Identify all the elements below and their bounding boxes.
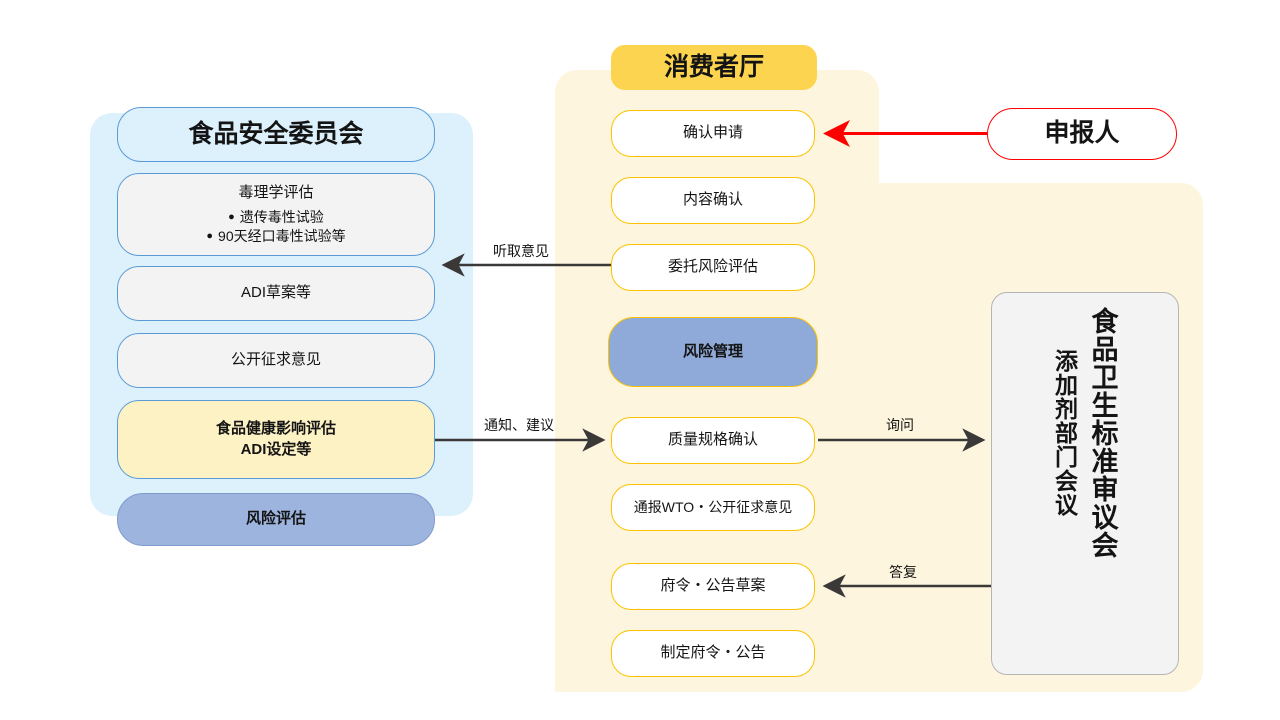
node-food-hygiene-council[interactable]: 食品卫生标准审议会 添加剂部门会议 [991,292,1179,675]
council-label-main: 食品卫生标准审议会 [1087,307,1118,559]
node-confirm-application[interactable]: 确认申请 [611,110,815,157]
node-toxicology[interactable]: 毒理学评估 ●遗传毒性试验 ●90天经口毒性试验等 [117,173,435,256]
node-establish-ordinance[interactable]: 制定府令・公告 [611,630,815,677]
node-health-impact-assessment[interactable]: 食品健康影响评估 ADI设定等 [117,400,435,479]
bullet-dot-icon: ● [228,210,235,223]
node-risk-management[interactable]: 风险管理 [608,317,818,387]
node-toxicology-bullet-1: ●遗传毒性试验 [228,208,324,225]
node-toxicology-bullet-2: ●90天经口毒性试验等 [206,227,346,244]
edge-label-hear-opinion: 听取意见 [493,243,549,259]
council-vertical-text: 食品卫生标准审议会 添加剂部门会议 [992,293,1178,674]
node-toxicology-content: 毒理学评估 ●遗传毒性试验 ●90天经口毒性试验等 [206,183,345,245]
center-panel-header: 消费者厅 [611,45,817,90]
left-panel-header: 食品安全委员会 [117,107,435,162]
bullet-dot-icon: ● [206,229,214,242]
node-adi-draft[interactable]: ADI草案等 [117,266,435,321]
node-content-confirmation[interactable]: 内容确认 [611,177,815,224]
council-label-sub: 添加剂部门会议 [1051,349,1078,517]
node-applicant[interactable]: 申报人 [987,108,1177,160]
node-commission-risk-assessment[interactable]: 委托风险评估 [611,244,815,291]
edge-label-inquiry: 询问 [886,417,914,433]
node-public-comment[interactable]: 公开征求意见 [117,333,435,388]
node-risk-assessment[interactable]: 风险评估 [117,493,435,546]
node-quality-spec-confirmation[interactable]: 质量规格确认 [611,417,815,464]
edge-label-notice-advice: 通知、建议 [484,417,554,433]
edge-label-reply: 答复 [889,564,917,580]
node-toxicology-heading: 毒理学评估 [238,184,314,202]
node-wto-notification[interactable]: 通报WTO・公开征求意见 [611,484,815,531]
node-ordinance-draft[interactable]: 府令・公告草案 [611,563,815,610]
